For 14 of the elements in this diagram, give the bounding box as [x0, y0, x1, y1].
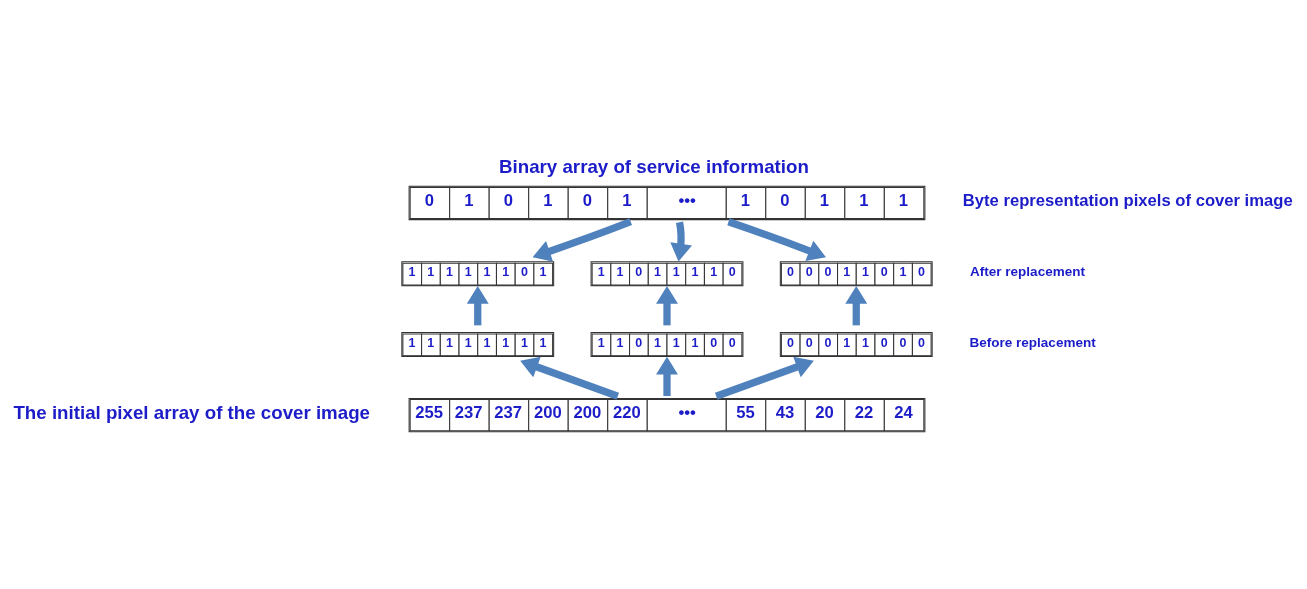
caption: The initial pixel array of the cover image — [12, 401, 370, 423]
arrow — [714, 356, 814, 400]
label: After replacement — [969, 264, 1085, 280]
arrow — [655, 285, 678, 326]
arrow — [532, 218, 632, 262]
arrow — [726, 218, 826, 262]
arrow — [844, 285, 867, 326]
arrow — [655, 356, 678, 397]
label: Byte representation pixels of cover image — [962, 190, 1293, 210]
diagram-title: Binary array of service information — [498, 156, 809, 178]
label: Before replacement — [969, 334, 1096, 350]
arrow — [466, 285, 489, 326]
arrow — [519, 356, 619, 400]
arrow — [669, 221, 692, 262]
